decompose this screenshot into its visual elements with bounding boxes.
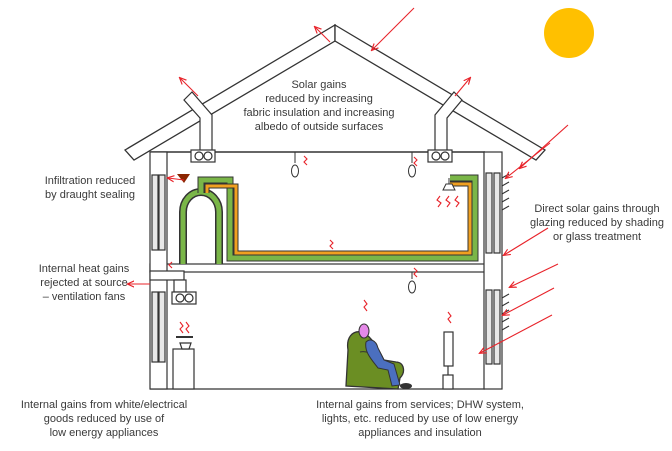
infiltration-marker <box>177 174 190 183</box>
label-services: Internal gains from services; DHW system… <box>316 399 524 439</box>
heat-arrows <box>128 7 569 353</box>
hot-water-pipes <box>197 174 479 262</box>
ventilation-fan <box>149 270 197 305</box>
label-direct-solar: Direct solar gains through glazing reduc… <box>530 203 664 243</box>
heater-icon <box>442 331 454 390</box>
radiator-icon <box>179 188 223 264</box>
label-solar-gains: Solar gains reduced by increasing fabric… <box>243 79 395 133</box>
light-bulb-icon <box>291 152 416 294</box>
label-internal-heat: Internal heat gains rejected at source –… <box>38 263 130 303</box>
first-floor-slab <box>149 263 487 273</box>
right-wall <box>483 151 503 390</box>
label-infiltration: Infiltration reduced by draught sealing <box>44 175 136 201</box>
person-icon <box>358 323 412 389</box>
appliance-icon <box>172 336 195 390</box>
sun-icon <box>544 8 594 58</box>
heat-wave-marks <box>168 155 418 278</box>
label-white-goods: Internal gains from white/electrical goo… <box>20 399 188 439</box>
fan-icon <box>190 149 453 163</box>
roof <box>123 23 547 161</box>
shower-icon <box>442 178 456 191</box>
